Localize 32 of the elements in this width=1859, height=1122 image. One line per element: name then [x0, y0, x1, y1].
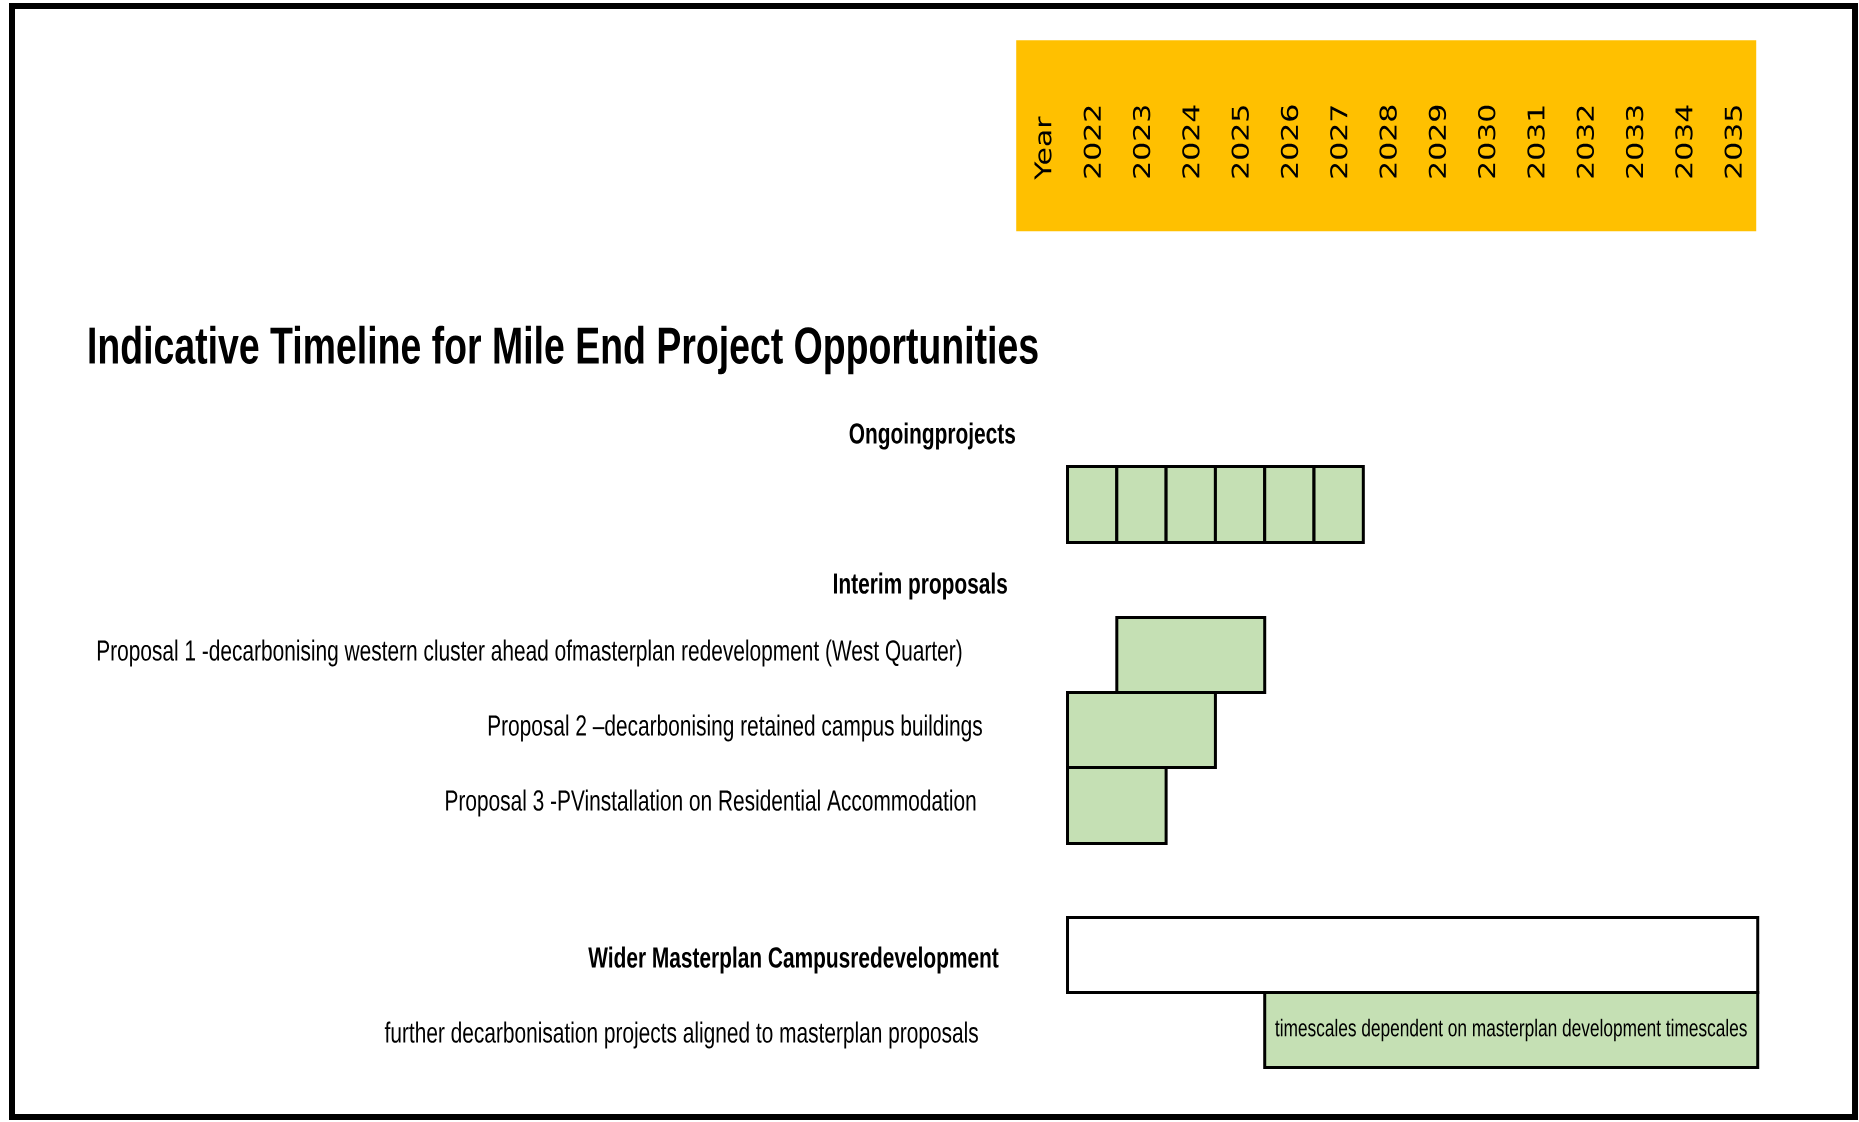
row-label: Proposal 1 -decarbonising western cluster ahead ofmasterplan redevelopment (West Quarter)	[97, 639, 962, 667]
title: Indicative Timeline for Mile End Project Opportunities	[89, 325, 1038, 375]
row-label: further decarbonisation projects aligned to masterplan proposals	[384, 1021, 978, 1049]
year-label: 2030	[1478, 105, 1496, 178]
year-label: 2022	[1083, 106, 1101, 178]
section-heading: Ongoingprojects	[849, 422, 1015, 450]
year-cell	[1263, 465, 1316, 544]
year-label: 2023	[1132, 106, 1151, 178]
year-label: 2026	[1280, 105, 1299, 178]
year-label: 2033	[1625, 106, 1644, 178]
timeline-bar	[1066, 916, 1760, 994]
year-label: 2031	[1527, 106, 1545, 178]
year-label: Year	[1034, 116, 1052, 180]
year-label: 2032	[1576, 106, 1594, 178]
year-label: 2027	[1330, 106, 1348, 178]
row-label: Proposal 2 –decarbonising retained campus buildings	[488, 714, 982, 742]
section-heading: Interim proposals	[834, 572, 1007, 600]
row-label: Proposal 3 -PVinstallation on Residential Accommodation	[446, 789, 976, 817]
year-label: 2028	[1379, 105, 1397, 178]
year-label: 2035	[1724, 106, 1742, 178]
timeline-bar	[1066, 691, 1217, 769]
year-label: 2024	[1182, 105, 1200, 178]
year-label: 2025	[1231, 106, 1249, 178]
year-cell	[1164, 465, 1217, 544]
timeline-bar	[1115, 616, 1267, 694]
year-label: 2029	[1428, 105, 1447, 178]
timeline-bar: timescales dependent on masterplan development timescales	[1263, 991, 1760, 1069]
year-cell	[1115, 465, 1168, 544]
year-cell	[1312, 465, 1365, 544]
section-heading: Wider Masterplan Campusredevelopment	[588, 946, 999, 974]
timeline-bar	[1066, 766, 1168, 845]
year-label: 2034	[1675, 105, 1693, 178]
